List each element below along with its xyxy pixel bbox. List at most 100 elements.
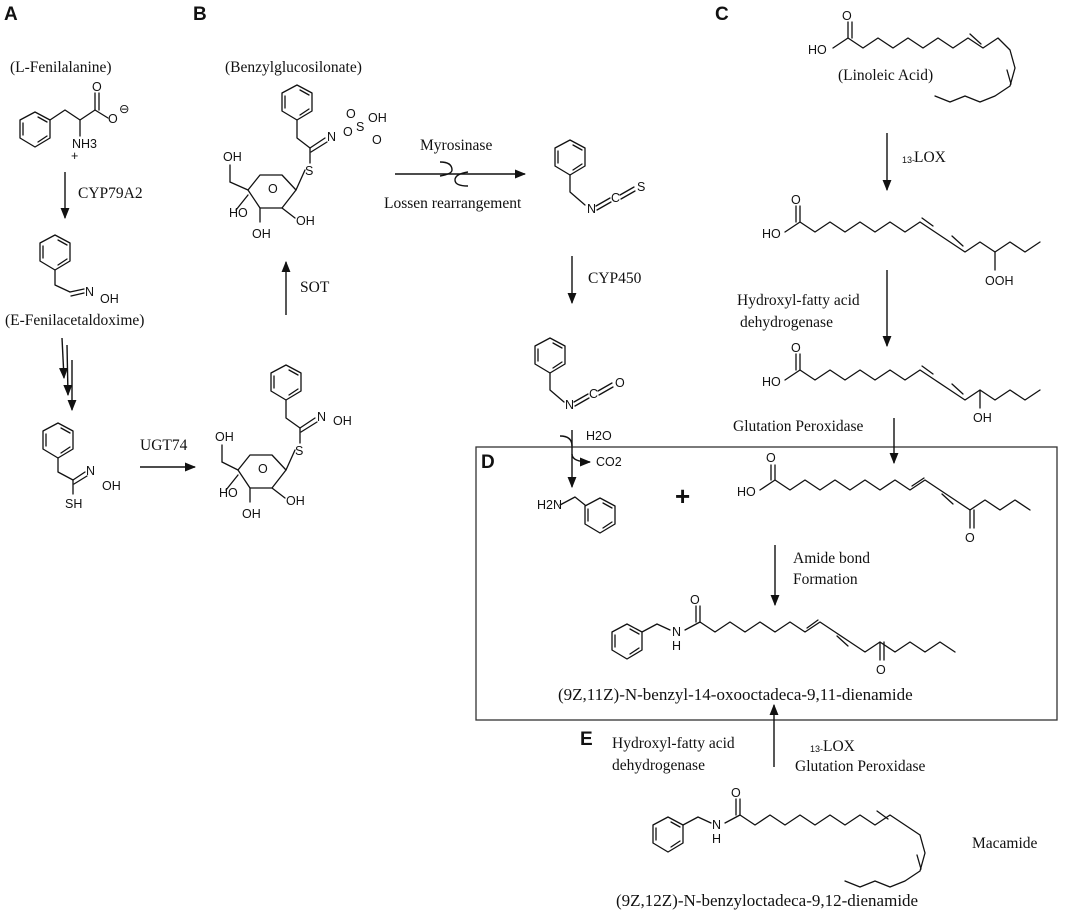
arrow-a2b xyxy=(63,344,73,397)
benzylglucosinolate-structure xyxy=(229,84,328,223)
ugt74-label: UGT74 xyxy=(140,437,188,454)
sot-label: SOT xyxy=(300,279,330,296)
oxime-n-label: N xyxy=(85,285,94,299)
lox-e-subscript: 13- xyxy=(810,744,823,754)
lox-c-label: LOX xyxy=(914,149,946,166)
cyp450-label: CYP450 xyxy=(588,270,642,287)
curved-arrow-myrosinase-in xyxy=(439,161,453,177)
hfad-e-line1: Hydroxyl-fatty acid xyxy=(612,735,735,752)
oxo-fatty-acid-structure xyxy=(759,464,1031,529)
itc-c-label: C xyxy=(611,191,620,205)
h2o-label: H2O xyxy=(586,429,612,443)
phe-minus-charge: ⊖ xyxy=(119,102,129,116)
oxo-macamide-o-label: O xyxy=(690,593,700,607)
glucosinolate-ho1: HO xyxy=(229,206,248,220)
glucosinolate-oh-label: OH xyxy=(368,111,387,125)
panel-label-b: B xyxy=(193,4,207,25)
e-phenylacetaldoxime-label: (E-Fenilacetaldoxime) xyxy=(5,312,144,329)
l-phenylalanine-label: (L-Fenilalanine) xyxy=(10,59,112,76)
glucosinolate-o3-label: O xyxy=(346,107,356,121)
oxime-oh-label: OH xyxy=(100,292,119,306)
product-name-label: (9Z,11Z)-N-benzyl-14-oxooctadeca-9,11-di… xyxy=(558,685,913,704)
benzyl-isocyanate-structure xyxy=(534,337,614,407)
ic-o-label: O xyxy=(615,376,625,390)
hfad-c-line1: Hydroxyl-fatty acid xyxy=(737,292,860,309)
arrow-a2a xyxy=(59,337,68,380)
benzylamine-h2n-label: H2N xyxy=(537,498,562,512)
glucosinolate-n-label: N xyxy=(327,130,336,144)
hpode-ooh-label: OOH xyxy=(985,274,1013,288)
linoleic-acid-structure xyxy=(832,21,1016,103)
lox-c-subscript: 13- xyxy=(902,155,915,165)
hpode-o-label: O xyxy=(791,193,801,207)
phe-nh3-label: NH3 xyxy=(72,137,97,151)
thio-n-label: N xyxy=(86,464,95,478)
co2-label: CO2 xyxy=(596,455,622,469)
phe-o-minus-label: O xyxy=(108,112,118,126)
e-phenylacetaldoxime-structure xyxy=(39,234,85,297)
glucosinolate-oh2: OH xyxy=(252,227,271,241)
benzyl-isothiocyanate-structure xyxy=(554,139,636,211)
thio-oh-label: OH xyxy=(102,479,121,493)
desulfo-ho1: HO xyxy=(219,486,238,500)
itc-n-label: N xyxy=(587,202,596,216)
curved-arrow-h2o xyxy=(559,435,573,447)
hode-o-label: O xyxy=(791,341,801,355)
glucosinolate-oh3: OH xyxy=(296,214,315,228)
phe-plus-charge: + xyxy=(71,149,78,163)
desulfo-s-label: S xyxy=(295,444,303,458)
panel-label-a: A xyxy=(4,4,18,25)
benzylamine-structure xyxy=(559,496,616,534)
glutation-c-label: Glutation Peroxidase xyxy=(733,418,864,435)
desulfoglucosinolate-structure xyxy=(221,364,318,503)
panel-label-e: E xyxy=(580,729,593,750)
phe-o-label: O xyxy=(92,80,102,94)
thiohydroximate-structure xyxy=(42,422,88,495)
glucosinolate-oh1: OH xyxy=(223,150,242,164)
oxo-acid-o-label: O xyxy=(766,451,776,465)
hfad-c-line2: dehydrogenase xyxy=(740,314,833,331)
glucosinolate-ring-o: O xyxy=(268,182,278,196)
plus-sign: + xyxy=(675,481,690,511)
desulfo-n-label: N xyxy=(317,410,326,424)
desulfo-ring-o: O xyxy=(258,462,268,476)
panel-d-frame xyxy=(475,446,1058,721)
desulfo-oh3: OH xyxy=(286,494,305,508)
linoleic-ho-label: HO xyxy=(808,43,827,57)
oxo-macamide-ketone-o: O xyxy=(876,663,886,677)
lossen-label: Lossen rearrangement xyxy=(384,195,522,212)
oxo-macamide-h-label: H xyxy=(672,639,681,653)
desulfo-oh2: OH xyxy=(242,507,261,521)
desulfo-oh1: OH xyxy=(215,430,234,444)
panel-label-c: C xyxy=(715,4,729,25)
macamide-o-label: O xyxy=(731,786,741,800)
hpode-ho-label: HO xyxy=(762,227,781,241)
oxo-macamide-n-label: N xyxy=(672,625,681,639)
thio-sh-label: SH xyxy=(65,497,82,511)
ic-c-label: C xyxy=(589,387,598,401)
macamide-label: Macamide xyxy=(972,835,1038,852)
glucosinolate-o-label: O xyxy=(343,125,353,139)
macamide-name-label: (9Z,12Z)-N-benzyloctadeca-9,12-dienamide xyxy=(616,891,918,910)
benzylglucosinolate-label: (Benzylglucosilonate) xyxy=(225,59,362,76)
glutation-e-label: Glutation Peroxidase xyxy=(795,758,926,775)
glucosinolate-s-label: S xyxy=(356,120,364,134)
hydroperoxide-structure xyxy=(784,205,1041,271)
hfad-e-line2: dehydrogenase xyxy=(612,757,705,774)
macamide-structure xyxy=(652,798,926,888)
ic-n-label: N xyxy=(565,398,574,412)
macamide-n-label: N xyxy=(712,818,721,832)
amide-label-1: Amide bond xyxy=(793,550,870,567)
macamide-h-label: H xyxy=(712,832,721,846)
myrosinase-label: Myrosinase xyxy=(420,137,492,154)
lox-e-label: LOX xyxy=(823,738,855,755)
linoleic-acid-label: (Linoleic Acid) xyxy=(838,67,933,84)
oxo-macamide-structure xyxy=(611,605,956,661)
oxo-acid-ho-label: HO xyxy=(737,485,756,499)
linoleic-o-label: O xyxy=(842,9,852,23)
itc-s-label: S xyxy=(637,180,645,194)
cyp79a2-label: CYP79A2 xyxy=(78,185,143,202)
hydroxy-fatty-acid-structure xyxy=(784,353,1041,409)
curved-arrow-co2 xyxy=(571,453,592,467)
